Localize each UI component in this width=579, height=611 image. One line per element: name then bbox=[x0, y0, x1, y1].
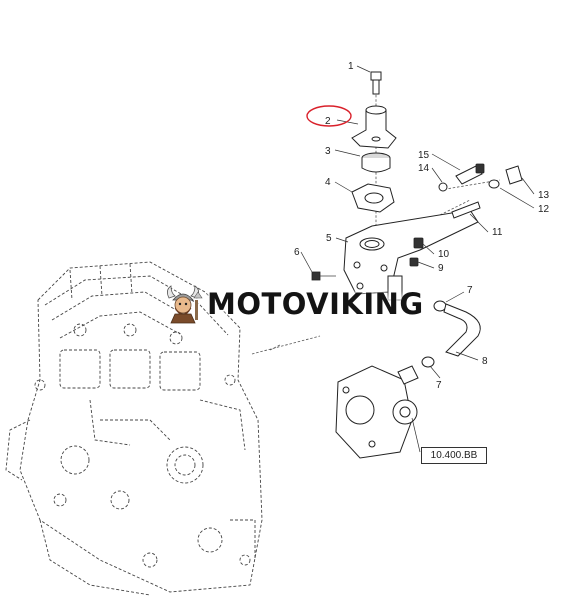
part-3-thermostat bbox=[361, 152, 391, 173]
reference-box: 10.400.BB bbox=[421, 447, 487, 464]
part-11-stud bbox=[451, 201, 481, 219]
watermark: MOTOVIKING bbox=[161, 284, 424, 324]
callout-6: 6 bbox=[294, 247, 300, 258]
part-4-gasket bbox=[351, 183, 395, 213]
part-9-plug bbox=[409, 257, 419, 267]
part-2-thermostat-housing bbox=[351, 105, 397, 149]
viking-mascot-icon bbox=[167, 285, 203, 324]
part-1-bolt bbox=[370, 71, 382, 95]
sensor-axis bbox=[439, 179, 501, 191]
callout-8: 8 bbox=[482, 356, 488, 367]
part-7-clamp-lower bbox=[421, 356, 435, 368]
highlight-ring-callout-2 bbox=[306, 105, 352, 127]
part-13-plug bbox=[505, 165, 523, 185]
callout-1: 1 bbox=[348, 61, 354, 72]
part-10-sensor bbox=[413, 237, 424, 249]
engine-block bbox=[5, 261, 263, 596]
part-12-washer bbox=[488, 179, 500, 189]
engine-axis-stub bbox=[269, 344, 281, 351]
pump-ref-leader bbox=[411, 417, 421, 453]
callout-5: 5 bbox=[326, 233, 332, 244]
water-pump bbox=[335, 365, 419, 459]
part-14-washer bbox=[438, 182, 448, 192]
callout-14: 14 bbox=[418, 163, 430, 174]
callout-13: 13 bbox=[538, 190, 550, 201]
watermark-text: MOTOVIKING bbox=[207, 287, 424, 321]
part-15-temp-sensor bbox=[455, 163, 485, 185]
part-8-hose bbox=[443, 303, 481, 357]
callout-3: 3 bbox=[325, 146, 331, 157]
callout-11: 11 bbox=[492, 227, 503, 238]
engine-axis-line bbox=[251, 335, 321, 355]
callout-15: 15 bbox=[418, 150, 430, 161]
callout-10: 10 bbox=[438, 249, 450, 260]
callout-4: 4 bbox=[325, 177, 331, 188]
callout-2: 2 bbox=[325, 116, 331, 127]
part-6-bolt bbox=[311, 271, 336, 281]
callout-9: 9 bbox=[438, 263, 444, 274]
part-5-thermostat-body bbox=[343, 209, 479, 301]
callout-7-lower: 7 bbox=[436, 380, 442, 391]
callout-12: 12 bbox=[538, 204, 550, 215]
leader-lines bbox=[300, 65, 535, 379]
callout-7-upper: 7 bbox=[467, 285, 473, 296]
